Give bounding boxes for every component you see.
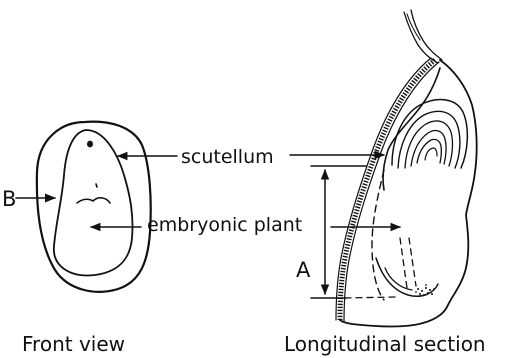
stippled-region	[415, 284, 435, 296]
label-scutellum: scutellum	[181, 146, 274, 168]
section-outline	[340, 60, 477, 327]
embryo-dashed-boundary	[372, 170, 384, 300]
front-view-seed	[37, 122, 151, 292]
caption-longitudinal-section: Longitudinal section	[284, 332, 486, 356]
caption-front-view: Front view	[22, 332, 125, 356]
front-view-outline	[37, 122, 151, 292]
front-view-mark	[96, 184, 97, 187]
label-embryonic-plant: embryonic plant	[147, 214, 302, 236]
front-view-dot	[87, 141, 93, 148]
front-view-embryo	[54, 130, 133, 275]
longitudinal-section-seed	[336, 10, 477, 327]
label-b: B	[2, 187, 16, 211]
label-a: A	[296, 258, 311, 282]
front-view-plumule	[77, 198, 110, 203]
